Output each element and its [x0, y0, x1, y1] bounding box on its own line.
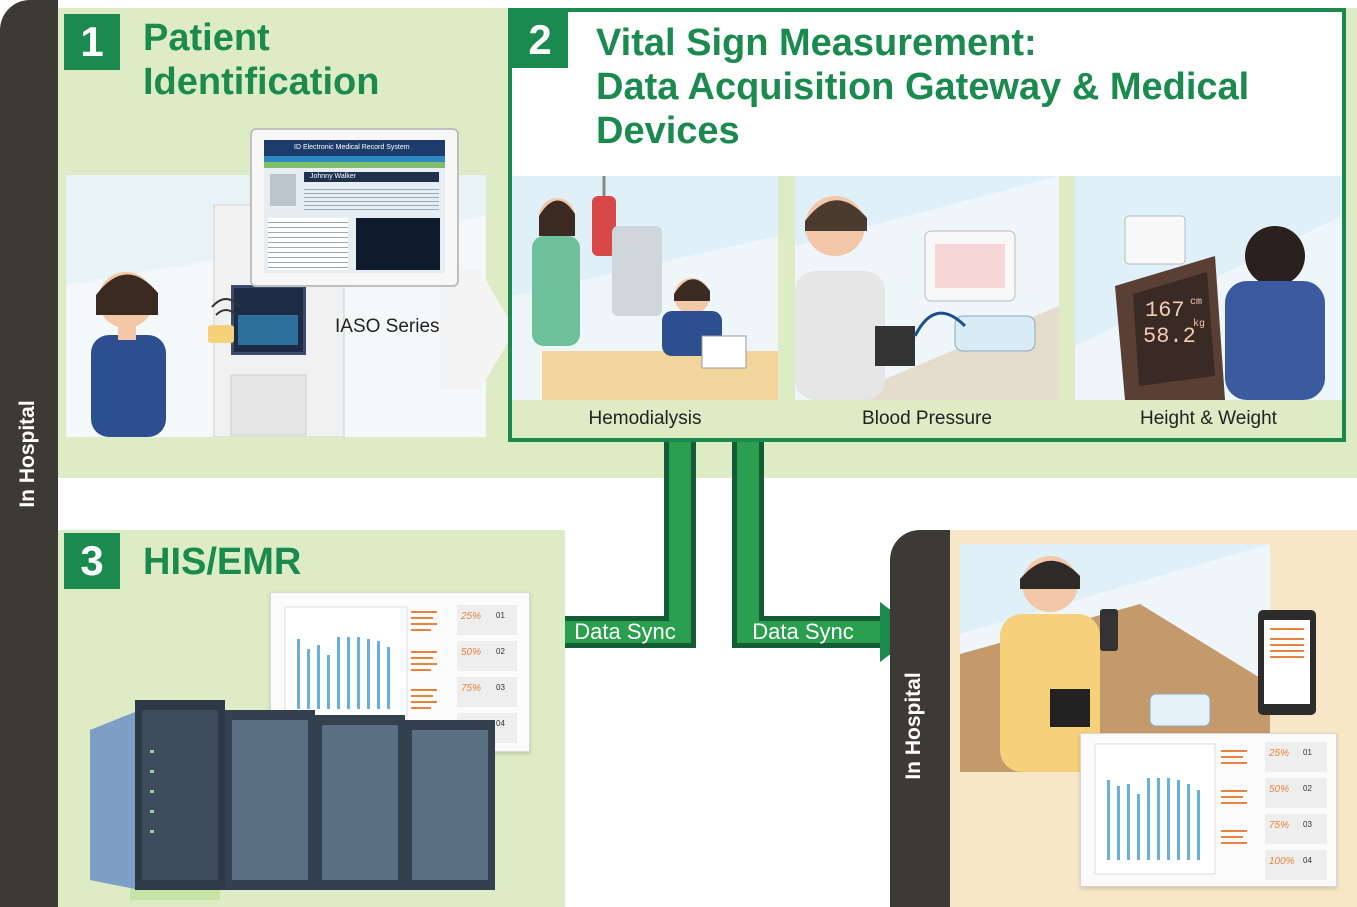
weight-unit: kg — [1193, 318, 1205, 330]
device-tiles: Hemodialysis Blood Pressure 167 cm 58. — [512, 176, 1342, 438]
home-stat-2: 50% — [1269, 784, 1290, 795]
patient-avatar — [270, 174, 296, 206]
his-stat-2: 50% — [461, 647, 482, 658]
home-measurement-illustration — [960, 544, 1270, 772]
step1-title: Patient Identification — [143, 16, 473, 104]
height-unit: cm — [1190, 297, 1202, 308]
emr-patient-name: Johnny Walker — [304, 172, 439, 182]
device-label-hemodialysis: Hemodialysis — [588, 408, 702, 429]
emr-tablet: ID Electronic Medical Record System John… — [250, 128, 459, 287]
home-stat-4: 100% — [1269, 856, 1295, 867]
home-stat-1: 25% — [1269, 748, 1290, 759]
step2-title-line1: Vital Sign Measurement: — [596, 22, 1037, 64]
step3-number: 3 — [64, 533, 120, 589]
right-sidebar — [890, 530, 950, 907]
device-label-blood-pressure: Blood Pressure — [862, 408, 992, 429]
step1-title-line2: Identification — [143, 61, 380, 103]
height-readout: 167 — [1145, 298, 1185, 323]
flow-arrow-1-to-2 — [440, 270, 515, 390]
his-code-2: 02 — [496, 647, 505, 656]
weight-readout: 58.2 — [1143, 324, 1196, 349]
hemodialysis-illustration — [512, 176, 778, 400]
his-code-3: 03 — [496, 683, 505, 692]
step3-title: HIS/EMR — [143, 541, 302, 583]
his-stat-1: 25% — [461, 611, 482, 622]
step2-title-line3: Devices — [596, 110, 740, 152]
step2-number: 2 — [512, 12, 568, 68]
his-stat-3: 75% — [461, 683, 482, 694]
home-tablet — [1258, 610, 1316, 715]
step2-title: Vital Sign Measurement: Data Acquisition… — [596, 21, 1336, 153]
home-code-3: 03 — [1303, 820, 1312, 829]
device-label-height-weight: Height & Weight — [1140, 408, 1277, 429]
his-code-4: 04 — [496, 719, 505, 728]
data-sync-left-label: Data Sync — [574, 619, 676, 644]
home-code-1: 01 — [1303, 748, 1312, 757]
emr-screen: ID Electronic Medical Record System John… — [264, 140, 445, 273]
his-code-1: 01 — [496, 611, 505, 620]
device-label-iaso: IASO Series — [335, 316, 440, 337]
home-code-2: 02 — [1303, 784, 1312, 793]
home-dashboard-card: 25% 50% 75% 100% 01 02 03 04 — [1080, 733, 1337, 887]
home-stat-3: 75% — [1269, 820, 1290, 831]
side-label-in-hospital: In Hospital — [16, 400, 39, 508]
data-sync-right-label: Data Sync — [752, 619, 854, 644]
side-label-in-hospital-right: In Hospital — [902, 672, 925, 780]
home-code-4: 04 — [1303, 856, 1312, 865]
height-weight-illustration: 167 cm 58.2 kg — [1075, 176, 1342, 400]
step1-number: 1 — [64, 14, 120, 70]
step1-title-line1: Patient — [143, 17, 270, 59]
server-racks-illustration — [90, 700, 495, 900]
server-rack — [90, 700, 225, 890]
left-sidebar — [0, 0, 58, 907]
emr-screen-title: ID Electronic Medical Record System — [264, 140, 445, 156]
step2-title-line2: Data Acquisition Gateway & Medical — [596, 66, 1250, 108]
blood-pressure-illustration — [795, 176, 1059, 400]
